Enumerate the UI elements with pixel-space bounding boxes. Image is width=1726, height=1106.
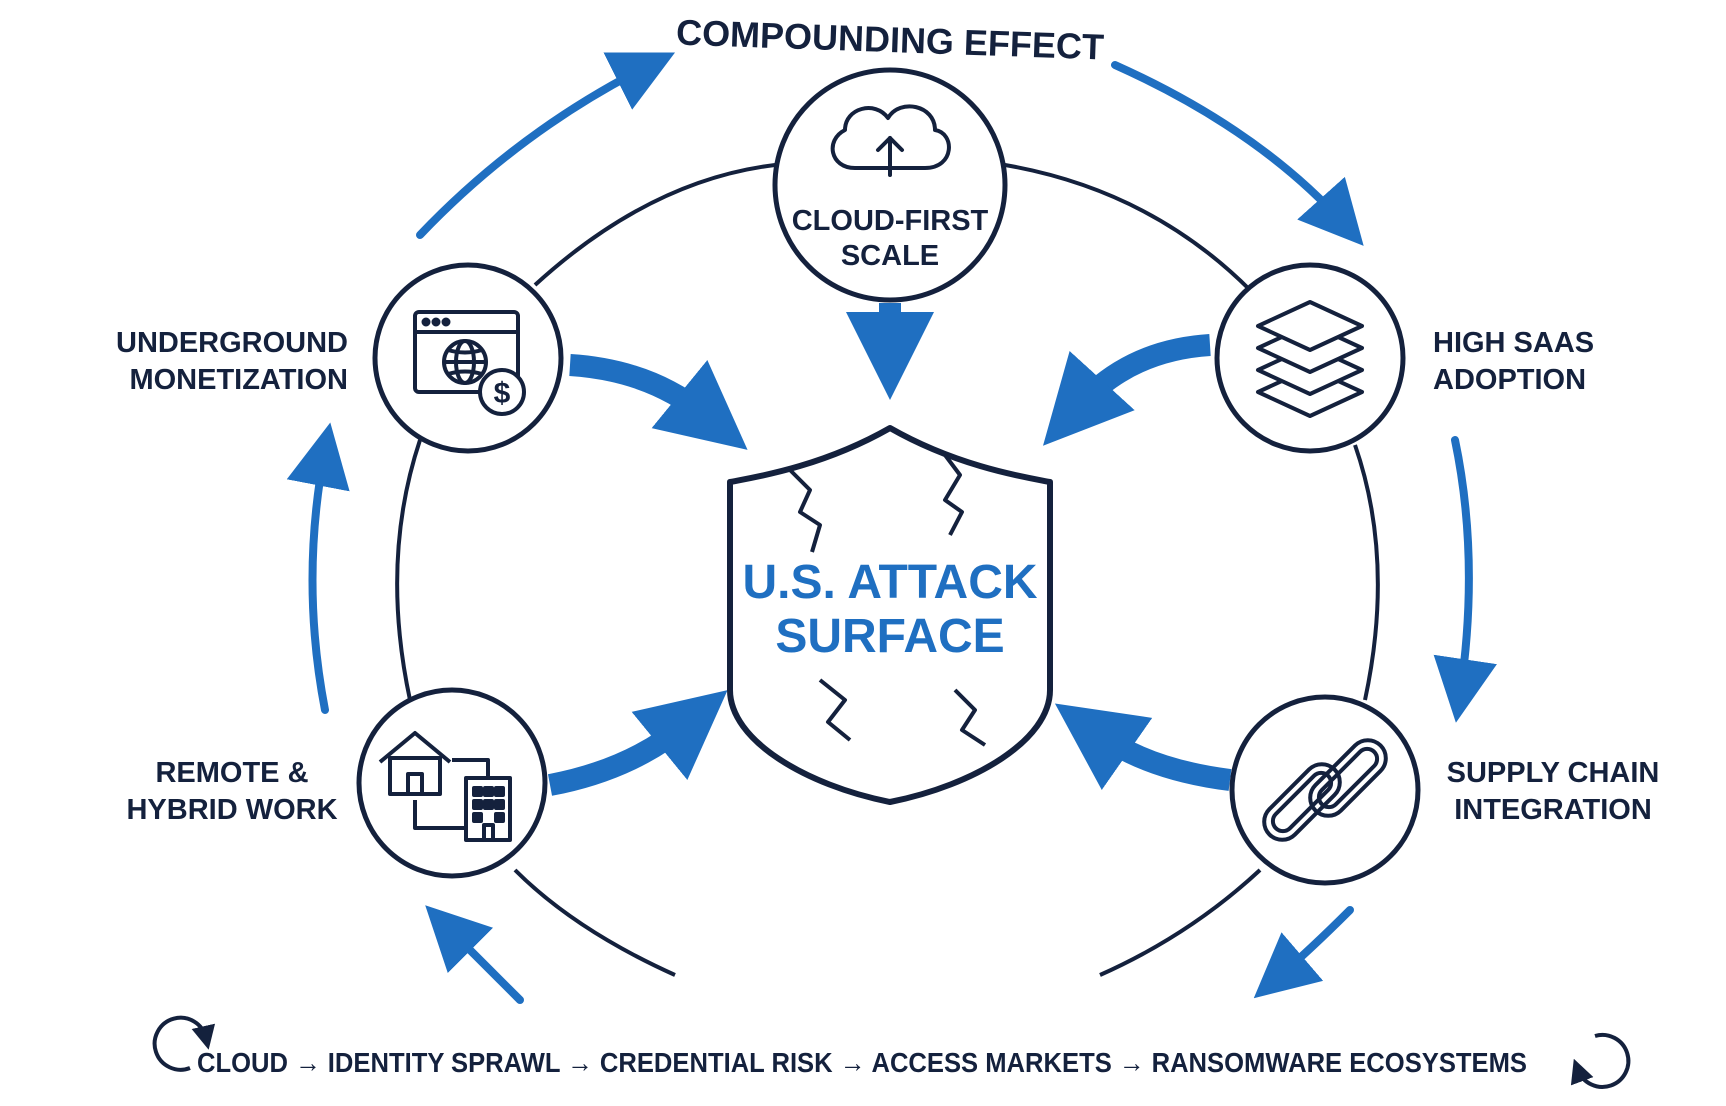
center-label-line1: U.S. ATTACK	[742, 556, 1037, 609]
node-high-saas-adoption: HIGH SAAS ADOPTION	[1214, 262, 1594, 454]
cloud-label-line2: SCALE	[841, 240, 939, 272]
layers-icon	[1256, 300, 1364, 418]
inward-arrows	[547, 303, 1232, 796]
node-supply-chain-integration: SUPPLY CHAIN INTEGRATION	[1229, 694, 1660, 886]
supply-label-line1: SUPPLY CHAIN	[1447, 757, 1660, 789]
arrow-up-to-remote	[425, 905, 524, 1004]
center-label-line2: SURFACE	[775, 610, 1004, 663]
shield: U.S. ATTACK SURFACE	[727, 425, 1053, 805]
underground-label-line1: UNDERGROUND	[116, 327, 348, 359]
saas-label-line2: ADOPTION	[1433, 364, 1586, 396]
arrow-remote-to-center	[547, 690, 728, 796]
remote-label-line1: REMOTE &	[155, 757, 308, 789]
saas-label-line1: HIGH SAAS	[1433, 327, 1594, 359]
arrow-from-compounding	[1111, 61, 1364, 246]
arrow-underground-to-center	[569, 354, 748, 450]
home-office-icon	[378, 731, 512, 842]
node-underground-monetization: $ UNDERGROUND MONETIZATION	[116, 262, 564, 454]
shield-cracks	[788, 453, 987, 747]
arrow-saas-to-center	[1042, 334, 1211, 446]
footer-chain: CLOUD → IDENTITY SPRAWL → CREDENTIAL RIS…	[152, 1015, 1631, 1089]
arrow-to-compounding	[416, 52, 676, 239]
remote-label-line2: HYBRID WORK	[126, 794, 337, 826]
arrow-supply-down	[1253, 906, 1354, 999]
ring-arcs	[395, 163, 1380, 977]
node-remote-hybrid-work: REMOTE & HYBRID WORK	[126, 687, 548, 879]
cloud-upload-icon	[830, 104, 951, 177]
supply-label-line2: INTEGRATION	[1454, 794, 1652, 826]
arrow-remote-to-underground	[286, 422, 350, 714]
dollar-icon: $	[494, 377, 511, 410]
chain-link-icon	[1262, 738, 1388, 842]
cloud-label-line1: CLOUD-FIRST	[792, 205, 989, 237]
arrow-saas-to-supply	[1433, 436, 1497, 723]
arrow-supply-to-center	[1054, 703, 1232, 791]
footer-chain-text: CLOUD → IDENTITY SPRAWL → CREDENTIAL RIS…	[197, 1047, 1527, 1078]
loop-right-icon	[1570, 1032, 1631, 1089]
loop-left-icon	[152, 1015, 216, 1072]
web-dollar-icon	[413, 310, 526, 416]
node-cloud-first-scale: CLOUD-FIRST SCALE	[772, 67, 1008, 303]
compounding-effect-title: COMPOUNDING EFFECT	[675, 12, 1104, 68]
outer-cycle-arrows	[286, 52, 1497, 1004]
underground-label-line2: MONETIZATION	[129, 364, 348, 396]
